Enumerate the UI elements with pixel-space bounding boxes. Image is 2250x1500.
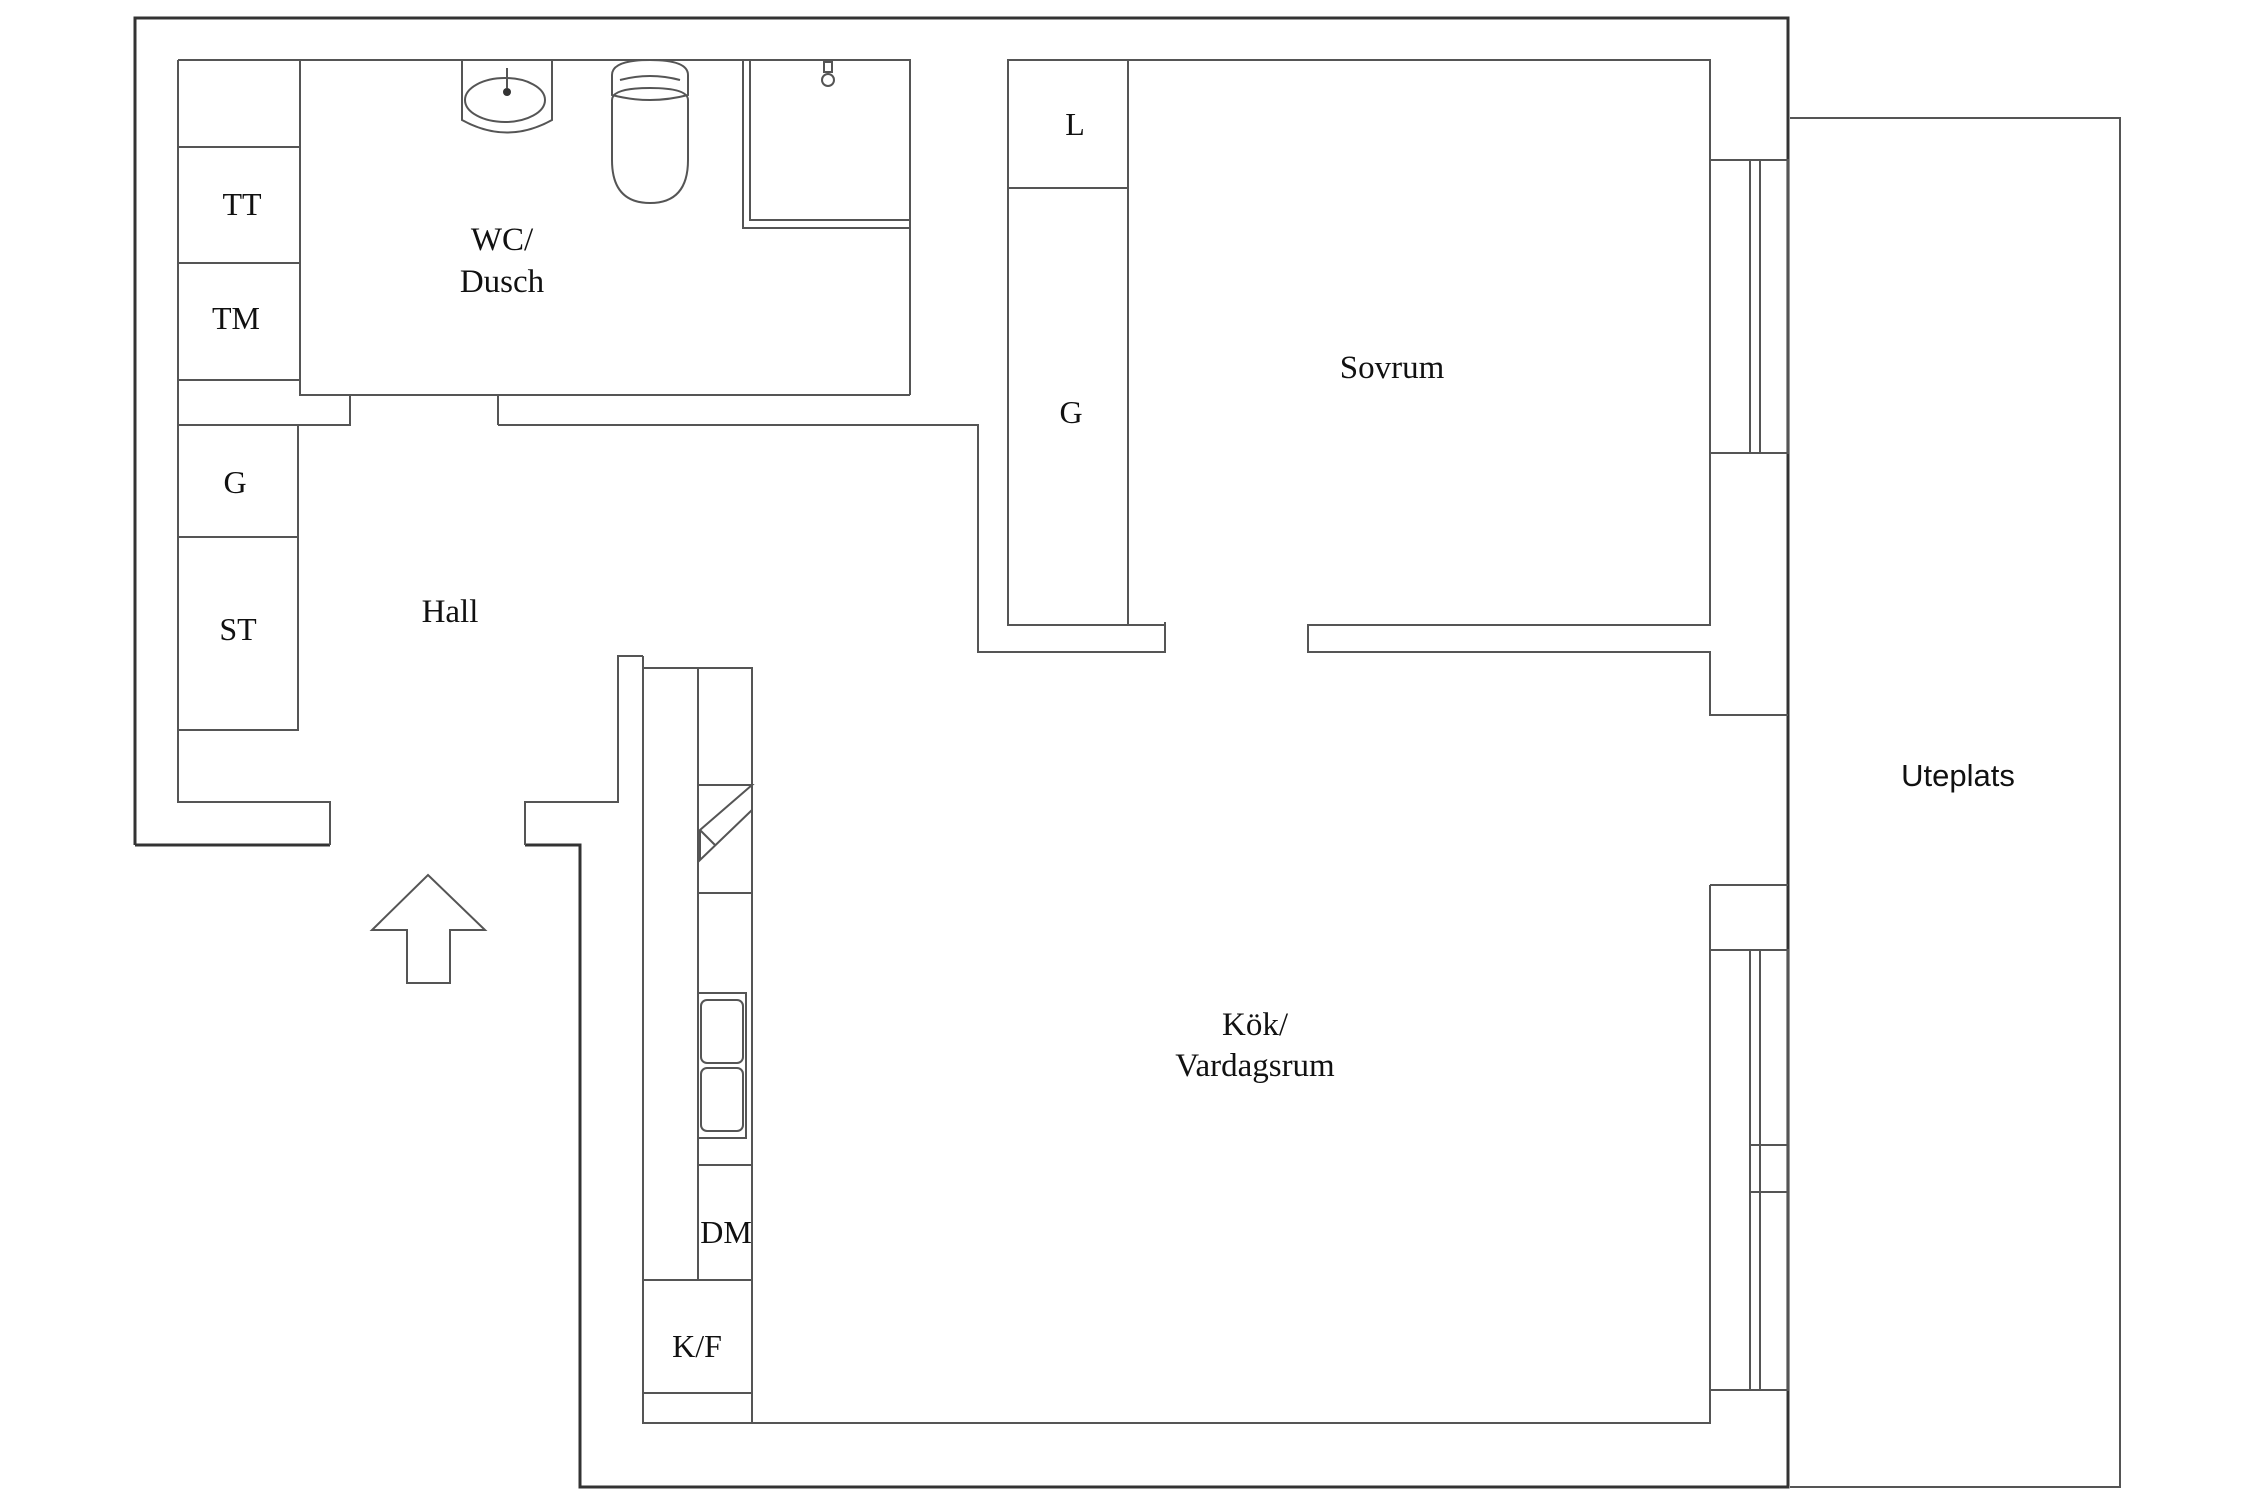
room-label-wc: WC/ — [471, 222, 534, 258]
washbasin-icon — [461, 59, 553, 134]
terrace — [1790, 117, 2121, 1488]
fixture-label-dm: DM — [700, 1214, 752, 1250]
fixture-label-st: ST — [219, 611, 257, 647]
room-label-sovrum: Sovrum — [1340, 350, 1445, 386]
outer-wall — [133, 16, 1790, 1489]
room-label-dusch: Dusch — [460, 264, 545, 300]
room-label-kok: Kök/ — [1222, 1007, 1289, 1043]
bathroom — [178, 59, 1166, 653]
fixture-label-kf: K/F — [672, 1328, 722, 1364]
room-label-uteplats: Uteplats — [1901, 758, 2015, 793]
fixture-label-l: L — [1065, 106, 1085, 142]
fixture-label-g-bedroom: G — [1059, 394, 1082, 430]
bedroom — [1007, 59, 1789, 716]
stove-icon — [699, 784, 755, 863]
toilet-icon — [611, 58, 689, 205]
fixture-label-tm: TM — [212, 300, 260, 336]
fixture-label-tt: TT — [222, 186, 262, 222]
kitchen-sink-icon — [697, 992, 747, 1139]
entrance-arrow-icon — [369, 873, 488, 984]
room-label-hall: Hall — [422, 594, 479, 630]
room-label-vardagsrum: Vardagsrum — [1175, 1048, 1335, 1084]
shower-icon — [821, 61, 835, 87]
hall-closets — [177, 424, 299, 731]
fixture-label-g-hall: G — [223, 464, 246, 500]
kitchen-living — [642, 656, 1789, 1424]
